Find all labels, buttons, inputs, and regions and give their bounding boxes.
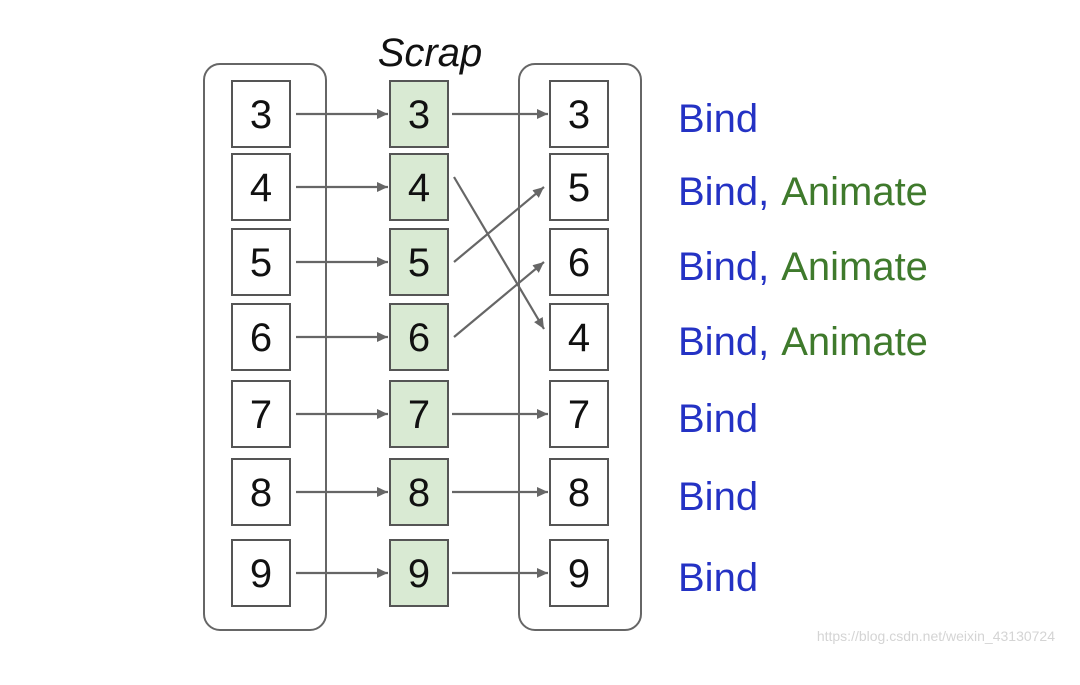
old-list-cell-label: 7 bbox=[250, 393, 272, 437]
new-list-cell-label: 5 bbox=[568, 166, 590, 210]
action-label: Bind, Animate bbox=[678, 170, 928, 214]
scrap-cell bbox=[389, 458, 449, 526]
arrows-group bbox=[296, 109, 548, 578]
old-list-cell-label: 4 bbox=[250, 166, 272, 210]
action-label: Bind, Animate bbox=[678, 245, 928, 289]
action-separator: , bbox=[758, 170, 769, 214]
new-list-cell-label: 7 bbox=[568, 393, 590, 437]
watermark-text: https://blog.csdn.net/weixin_43130724 bbox=[817, 628, 1055, 644]
action-label: Bind bbox=[678, 397, 758, 441]
new-list-cell-label: 8 bbox=[568, 471, 590, 515]
scrap-title: Scrap bbox=[378, 31, 483, 75]
actions-column: BindBind,AnimateBind,AnimateBind,Animate… bbox=[678, 97, 928, 600]
scrap-cell-label: 7 bbox=[408, 393, 430, 437]
scrap-cell bbox=[389, 80, 449, 148]
scrap-to-new-moved-arrow bbox=[453, 261, 545, 338]
bind-label: Bind bbox=[678, 397, 758, 441]
scrap-cell bbox=[389, 153, 449, 221]
old-list-cell bbox=[231, 458, 291, 526]
scrap-cell-label: 9 bbox=[408, 552, 430, 596]
action-label: Bind bbox=[678, 475, 758, 519]
old-list-cell bbox=[231, 153, 291, 221]
old-list-cell-label: 3 bbox=[250, 93, 272, 137]
new-list-cell bbox=[549, 380, 609, 448]
new-list-cell-label: 3 bbox=[568, 93, 590, 137]
bind-label: Bind bbox=[678, 475, 758, 519]
scrap-cell bbox=[389, 539, 449, 607]
old-list-cell bbox=[231, 228, 291, 296]
action-separator: , bbox=[758, 245, 769, 289]
scrap-cell-label: 6 bbox=[408, 316, 430, 360]
scrap-cell bbox=[389, 228, 449, 296]
bind-label: Bind bbox=[678, 320, 758, 364]
bind-label: Bind bbox=[678, 97, 758, 141]
old-list-cell-label: 9 bbox=[250, 552, 272, 596]
animate-label: Animate bbox=[781, 245, 928, 289]
new-list-cell bbox=[549, 228, 609, 296]
new-list-cell bbox=[549, 80, 609, 148]
scrap-column: 3 4 5 6 7 8 9 bbox=[389, 80, 449, 607]
scrap-cell-label: 8 bbox=[408, 471, 430, 515]
new-list-cell bbox=[549, 539, 609, 607]
action-label: Bind bbox=[678, 556, 758, 600]
bind-label: Bind bbox=[678, 170, 758, 214]
animate-label: Animate bbox=[781, 170, 928, 214]
scrap-to-new-moved-arrow bbox=[453, 176, 545, 330]
bind-label: Bind bbox=[678, 245, 758, 289]
bind-label: Bind bbox=[678, 556, 758, 600]
new-list-cell bbox=[549, 458, 609, 526]
old-list-cell bbox=[231, 539, 291, 607]
old-list-cell-label: 5 bbox=[250, 241, 272, 285]
scrap-to-new-moved-arrow bbox=[453, 186, 545, 263]
action-label: Bind bbox=[678, 97, 758, 141]
action-separator: , bbox=[758, 320, 769, 364]
scrap-cell bbox=[389, 303, 449, 371]
action-label: Bind, Animate bbox=[678, 320, 928, 364]
old-list-cell bbox=[231, 303, 291, 371]
scrap-cell-label: 4 bbox=[408, 166, 430, 210]
new-list-cell-label: 9 bbox=[568, 552, 590, 596]
scrap-cell-label: 5 bbox=[408, 241, 430, 285]
scrap-cell-label: 3 bbox=[408, 93, 430, 137]
animate-label: Animate bbox=[781, 320, 928, 364]
new-list-cell-label: 6 bbox=[568, 241, 590, 285]
old-list-column: 3 4 5 6 7 8 9 bbox=[231, 80, 291, 607]
new-list-cell-label: 4 bbox=[568, 316, 590, 360]
new-list-cell bbox=[549, 303, 609, 371]
new-list-cell bbox=[549, 153, 609, 221]
old-list-cell bbox=[231, 380, 291, 448]
scrap-cell bbox=[389, 380, 449, 448]
old-list-cell-label: 8 bbox=[250, 471, 272, 515]
new-list-column: 3 5 6 4 7 8 9 bbox=[549, 80, 609, 607]
old-list-cell-label: 6 bbox=[250, 316, 272, 360]
old-list-cell bbox=[231, 80, 291, 148]
